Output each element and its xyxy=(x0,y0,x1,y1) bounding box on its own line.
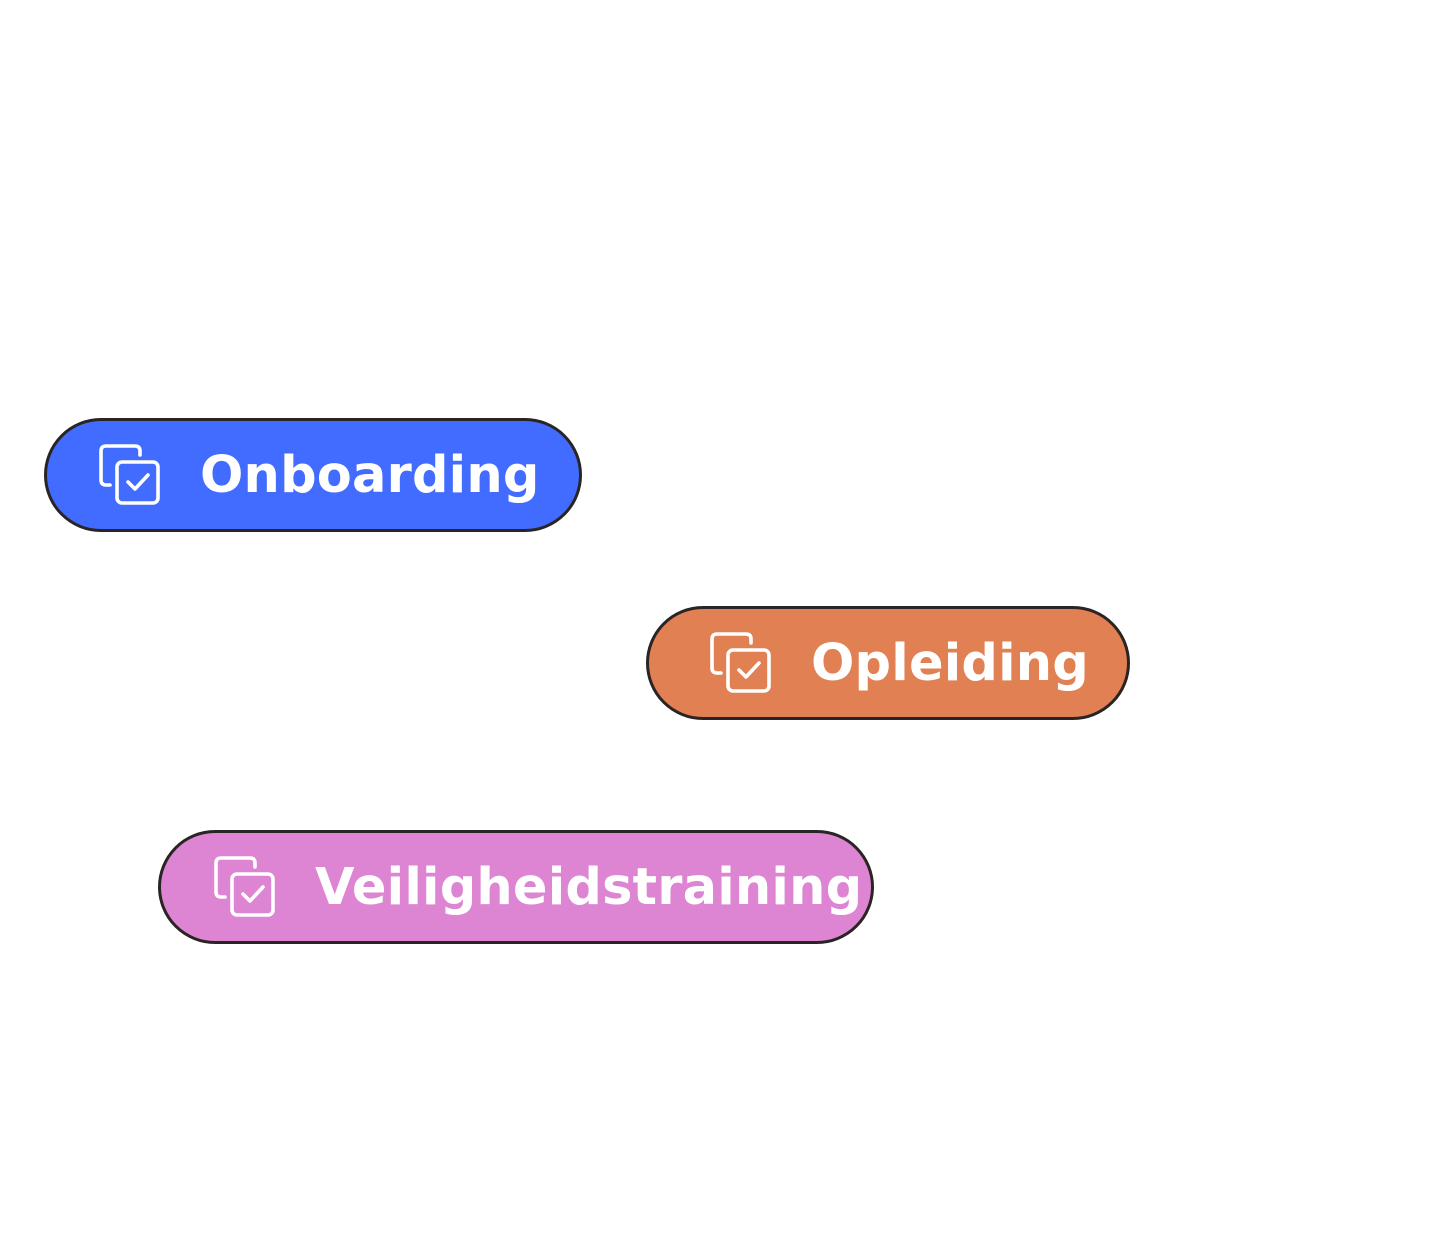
tag-label: Opleiding xyxy=(811,633,1090,693)
tag-onboarding[interactable]: Onboarding xyxy=(44,418,582,532)
tag-label: Veiligheidstraining xyxy=(315,857,863,917)
checklist-copy-icon xyxy=(99,444,160,505)
tag-veiligheidstraining[interactable]: Veiligheidstraining xyxy=(158,830,874,944)
checklist-copy-icon xyxy=(214,856,275,917)
tag-opleiding[interactable]: Opleiding xyxy=(646,606,1130,720)
checklist-copy-icon xyxy=(710,632,771,693)
tag-label: Onboarding xyxy=(200,445,540,505)
